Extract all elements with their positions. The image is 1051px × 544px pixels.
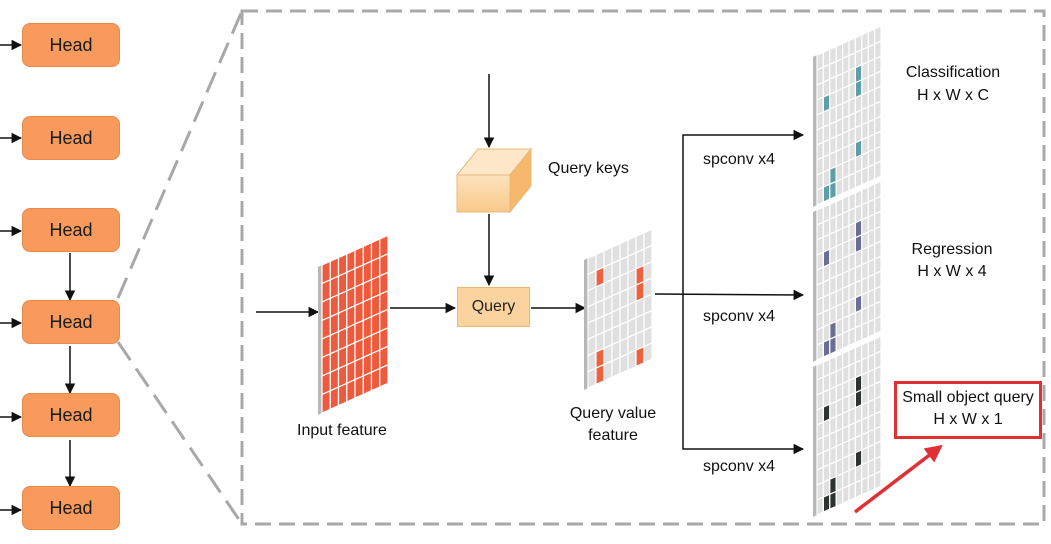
head-box-5[interactable]: Head xyxy=(22,393,120,437)
zoom-frame xyxy=(240,9,1046,526)
highlight-arrow xyxy=(853,444,943,514)
classification-title: Classification xyxy=(905,64,1001,81)
regression-title: Regression xyxy=(911,241,993,258)
regression-grid xyxy=(813,180,882,362)
small-object-grid xyxy=(813,335,882,517)
classification-grid xyxy=(813,25,882,207)
spconv-label-cls: spconv x4 xyxy=(703,151,776,168)
flow-arrows xyxy=(256,74,805,455)
regression-dims: H x W x 4 xyxy=(917,263,987,280)
query-keys-label: Query keys xyxy=(548,160,629,177)
classification-dims: H x W x C xyxy=(917,87,989,104)
query-value-label-2: feature xyxy=(588,427,638,444)
head-box-1[interactable]: Head xyxy=(22,23,120,67)
input-feature-label: Input feature xyxy=(297,422,387,439)
query-box: Query xyxy=(457,287,530,327)
query-keys-cube xyxy=(455,147,533,214)
spconv-label-small: spconv x4 xyxy=(703,458,776,475)
query-label: Query xyxy=(471,298,516,315)
small-object-dims: H x W x 1 xyxy=(933,411,1003,428)
zoom-line-bottom xyxy=(116,341,244,525)
small-object-highlight xyxy=(894,381,1042,439)
zoom-line-top xyxy=(116,10,244,299)
spconv-label-reg: spconv x4 xyxy=(703,308,776,325)
query-value-grid xyxy=(584,228,653,390)
small-object-title: Small object query xyxy=(902,389,1034,406)
query-value-label-1: Query value xyxy=(569,405,657,422)
head-box-2[interactable]: Head xyxy=(22,116,120,160)
input-feature-grid xyxy=(318,234,389,415)
head-box-3[interactable]: Head xyxy=(22,208,120,252)
head-box-4[interactable]: Head xyxy=(22,300,120,344)
head-input-arrows xyxy=(0,39,23,516)
head-box-6[interactable]: Head xyxy=(22,486,120,530)
